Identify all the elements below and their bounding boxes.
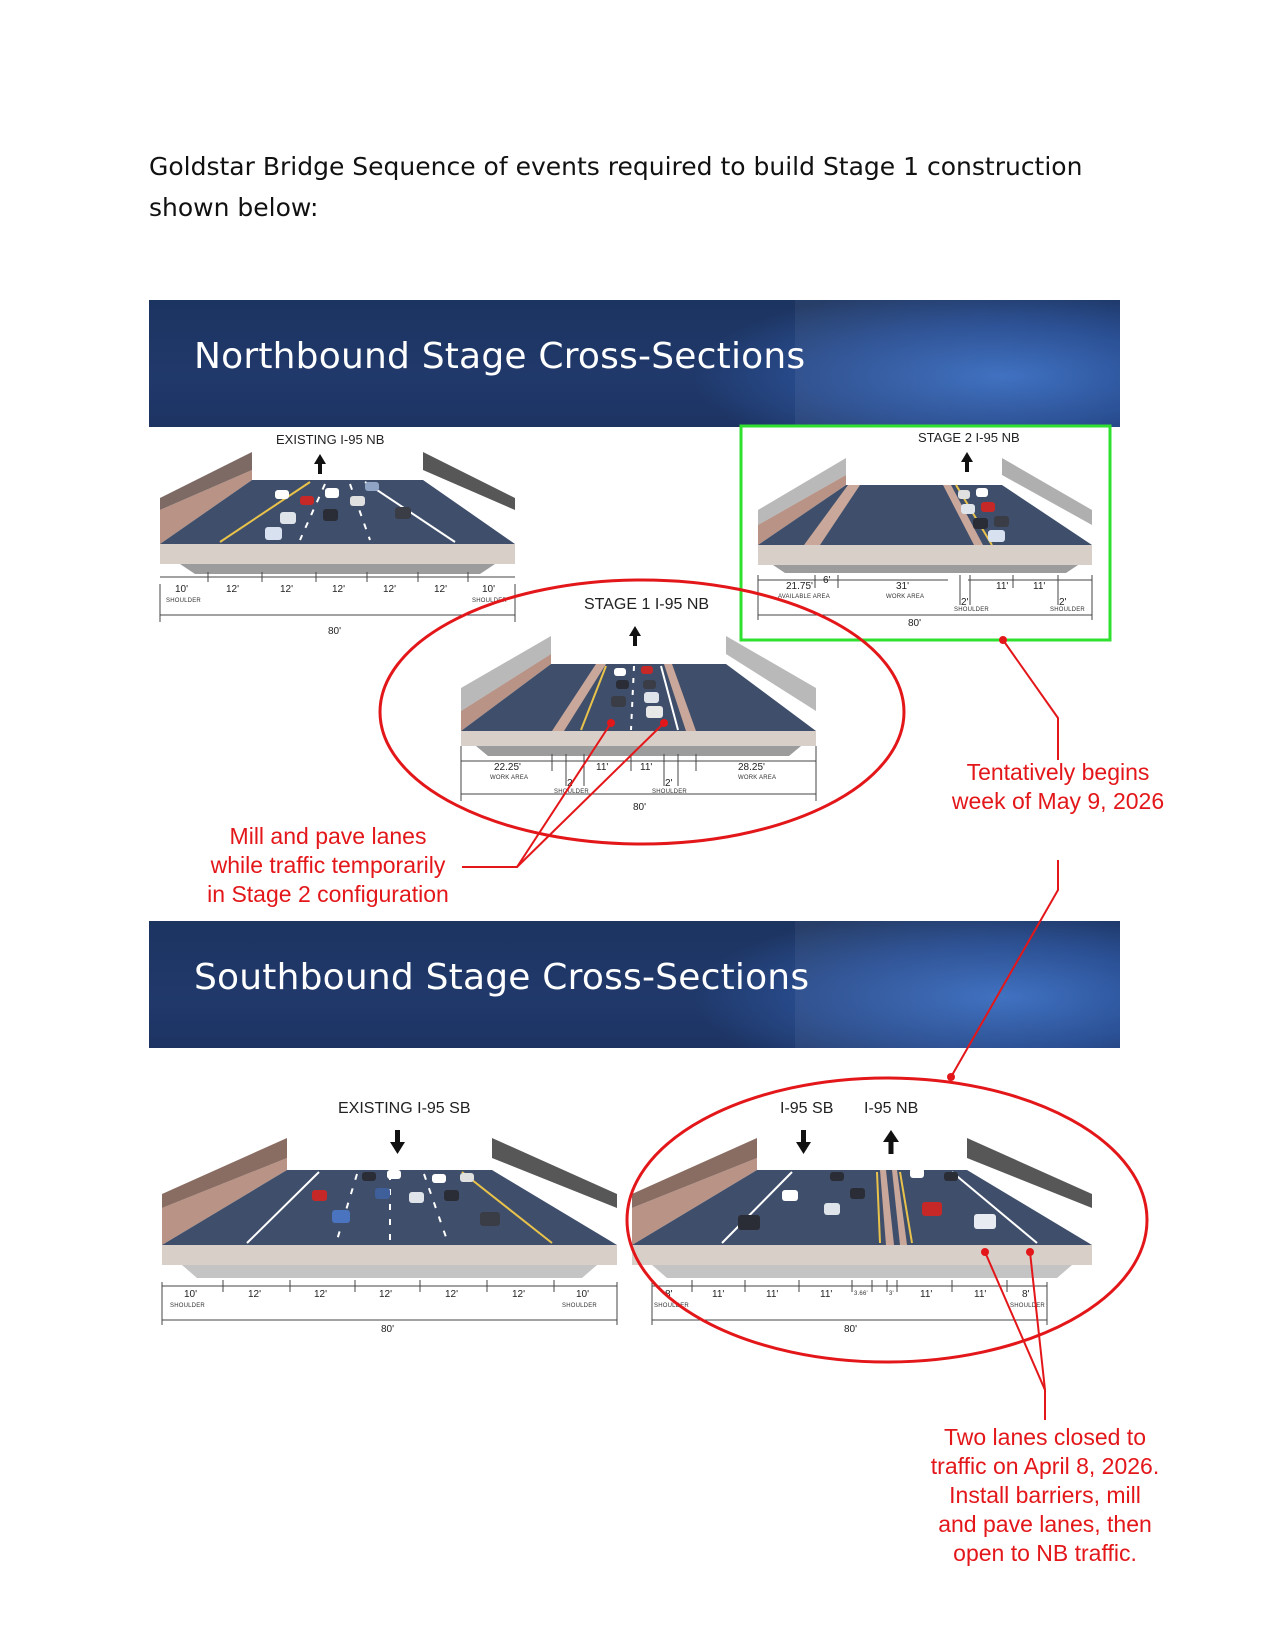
two-lanes-note: Two lanes closed to traffic on April 8, …	[900, 1423, 1190, 1568]
sb-existing-dim: 12'	[314, 1289, 328, 1300]
nb-stage1-dim: 11'	[640, 762, 653, 773]
sb-stage1-dim: 3'	[889, 1291, 894, 1297]
nb-stage2-dim: 11'	[996, 581, 1009, 592]
nb-stage1-drawing	[460, 626, 817, 801]
nb-existing-drawing	[159, 452, 516, 622]
note-line: open to NB traffic.	[953, 1540, 1137, 1566]
note-line: in Stage 2 configuration	[207, 881, 449, 907]
nb-stage1-dim: 2'	[665, 778, 673, 789]
nb-existing-dim: 12'	[226, 584, 240, 595]
sb-stage1-dim: 11'	[920, 1289, 933, 1300]
note-line: Mill and pave lanes	[229, 823, 427, 849]
sb-existing-dim: 10'	[184, 1289, 198, 1300]
nb-stage2-total: 80'	[908, 618, 922, 629]
sb-stage1-dim: 3.66'	[854, 1291, 868, 1297]
northbound-banner-title: Northbound Stage Cross-Sections	[194, 336, 806, 377]
nb-existing-dim: 12'	[434, 584, 448, 595]
northbound-banner: Northbound Stage Cross-Sections	[149, 300, 1120, 427]
nb-stage1-dim: 11'	[596, 762, 609, 773]
sb-existing-dim: 10'	[576, 1289, 590, 1300]
nb-stage2-dim: 11'	[1033, 581, 1046, 592]
nb-stage1-dim: 22.25'	[494, 762, 521, 773]
nb-stage1-total: 80'	[633, 802, 647, 813]
note-line: while traffic temporarily	[210, 852, 446, 878]
sb-stage1-total: 80'	[844, 1324, 858, 1335]
southbound-banner-title: Southbound Stage Cross-Sections	[194, 957, 810, 998]
nb-existing-dim: 12'	[383, 584, 397, 595]
nb-stage2-dim: 6'	[823, 575, 831, 586]
southbound-banner: Southbound Stage Cross-Sections	[149, 921, 1120, 1048]
nb-existing-cross-section: EXISTING I-95 NB 10' 12' 12' 12' 12' 12'…	[159, 432, 516, 652]
banner-sheen	[795, 921, 1120, 1048]
nb-existing-total: 80'	[328, 626, 342, 637]
nb-existing-dim: 10'	[482, 584, 496, 595]
note-line: Two lanes closed to	[943, 1424, 1146, 1450]
intro-text: Goldstar Bridge Sequence of events requi…	[149, 146, 1109, 228]
intro-line-1: Goldstar Bridge Sequence of events requi…	[149, 152, 1083, 181]
nb-existing-dim: 12'	[280, 584, 294, 595]
sb-stage1-cross-section: I-95 SB I-95 NB 8' 11' 11' 11' 3.66' 3' …	[632, 1100, 1092, 1345]
sb-stage1-dim: 11'	[712, 1289, 725, 1300]
note-line: Tentatively begins	[966, 759, 1150, 785]
sb-existing-dim: 12'	[445, 1289, 459, 1300]
nb-stage2-sub: SHOULDER	[954, 607, 989, 613]
leader-dot	[999, 636, 1007, 644]
sb-stage1-dim: 11'	[766, 1289, 779, 1300]
nb-stage1-sub: WORK AREA	[490, 775, 529, 781]
sb-existing-sub: SHOULDER	[562, 1303, 597, 1309]
note-line: week of May 9, 2026	[951, 788, 1165, 814]
intro-line-2: shown below:	[149, 193, 319, 222]
sb-existing-dim: 12'	[379, 1289, 393, 1300]
sb-stage1-dim: 11'	[820, 1289, 833, 1300]
note-line: and pave lanes, then	[938, 1511, 1152, 1537]
sb-stage1-dim: 11'	[974, 1289, 987, 1300]
sb-stage1-label-sb: I-95 SB	[780, 1100, 834, 1117]
sb-stage1-sub: SHOULDER	[1010, 1303, 1045, 1309]
sb-existing-total: 80'	[381, 1324, 395, 1335]
sb-existing-label: EXISTING I-95 SB	[338, 1100, 471, 1117]
nb-stage1-dim: 28.25'	[738, 762, 765, 773]
nb-existing-dim: 12'	[332, 584, 346, 595]
leader-dot	[947, 1073, 955, 1081]
nb-stage1-sub: SHOULDER	[554, 789, 589, 795]
sb-stage1-label-nb: I-95 NB	[864, 1100, 919, 1117]
nb-stage1-sub: WORK AREA	[738, 775, 777, 781]
nb-existing-dim: 10'	[175, 584, 189, 595]
nb-stage1-label: STAGE 1 I-95 NB	[584, 596, 710, 613]
tentative-leader-top	[1002, 639, 1059, 760]
nb-existing-sub: SHOULDER	[166, 598, 201, 604]
nb-stage1-dim: 2'	[567, 778, 575, 789]
nb-stage1-cross-section: STAGE 1 I-95 NB 22.25' 11' 11' 28.25' 2'…	[456, 596, 830, 826]
nb-stage1-sub: SHOULDER	[652, 789, 687, 795]
sb-existing-sub: SHOULDER	[170, 1303, 205, 1309]
sb-existing-drawing	[161, 1130, 618, 1325]
tentative-note: Tentatively begins week of May 9, 2026	[926, 758, 1190, 816]
nb-stage2-sub: SHOULDER	[1050, 607, 1085, 613]
sb-stage1-dim: 8'	[665, 1289, 673, 1300]
nb-existing-cars	[265, 482, 411, 540]
nb-existing-label: EXISTING I-95 NB	[276, 432, 385, 447]
sb-existing-dim: 12'	[512, 1289, 526, 1300]
note-line: traffic on April 8, 2026.	[930, 1453, 1160, 1479]
sb-stage1-sub: SHOULDER	[654, 1303, 689, 1309]
note-line: Install barriers, mill	[949, 1482, 1141, 1508]
nb-stage2-label: STAGE 2 I-95 NB	[918, 430, 1020, 445]
mill-pave-note: Mill and pave lanes while traffic tempor…	[178, 822, 478, 909]
sb-existing-cars	[312, 1170, 500, 1226]
sb-stage1-dim: 8'	[1022, 1289, 1030, 1300]
sb-existing-dim: 12'	[248, 1289, 262, 1300]
nb-stage2-dim: 31'	[896, 581, 910, 592]
sb-existing-cross-section: EXISTING I-95 SB 10' 12' 12' 12' 12' 12'…	[161, 1100, 618, 1345]
nb-stage2-sub: WORK AREA	[886, 594, 925, 600]
nb-stage2-dim: 21.75'	[786, 581, 813, 592]
banner-sheen	[795, 300, 1120, 427]
